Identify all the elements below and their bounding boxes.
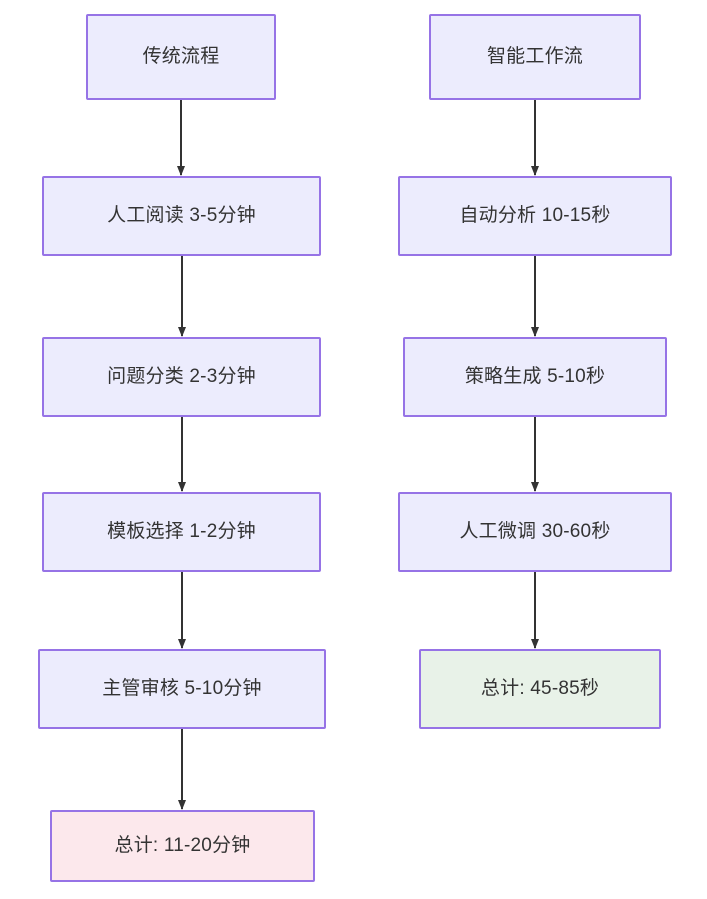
flowchart-node-label: 主管审核 5-10分钟 (102, 677, 262, 699)
flowchart-node-t6[interactable]: 总计: 11-20分钟 (50, 810, 315, 882)
flowchart-node-t5[interactable]: 主管审核 5-10分钟 (38, 649, 326, 729)
flowchart-node-label: 总计: 11-20分钟 (114, 834, 251, 856)
flowchart-node-s4[interactable]: 人工微调 30-60秒 (398, 492, 672, 572)
flowchart-node-s3[interactable]: 策略生成 5-10秒 (403, 337, 667, 417)
flowchart-node-t2[interactable]: 人工阅读 3-5分钟 (42, 176, 321, 256)
flowchart-node-t1[interactable]: 传统流程 (86, 14, 276, 100)
flowchart-node-label: 策略生成 5-10秒 (464, 365, 606, 387)
flowchart-node-t3[interactable]: 问题分类 2-3分钟 (42, 337, 321, 417)
flowchart-node-s5[interactable]: 总计: 45-85秒 (419, 649, 661, 729)
flowchart-node-label: 智能工作流 (486, 45, 583, 67)
flowchart-node-label: 人工阅读 3-5分钟 (107, 204, 256, 226)
flowchart-node-label: 总计: 45-85秒 (480, 677, 600, 699)
flowchart-node-label: 问题分类 2-3分钟 (107, 365, 256, 387)
flowchart-node-s1[interactable]: 智能工作流 (429, 14, 641, 100)
flowchart-node-s2[interactable]: 自动分析 10-15秒 (398, 176, 672, 256)
flowchart-node-label: 自动分析 10-15秒 (459, 204, 611, 226)
flowchart-node-t4[interactable]: 模板选择 1-2分钟 (42, 492, 321, 572)
flowchart-node-label: 传统流程 (142, 45, 220, 67)
flowchart-node-label: 模板选择 1-2分钟 (107, 520, 256, 542)
flowchart-node-label: 人工微调 30-60秒 (459, 520, 611, 542)
